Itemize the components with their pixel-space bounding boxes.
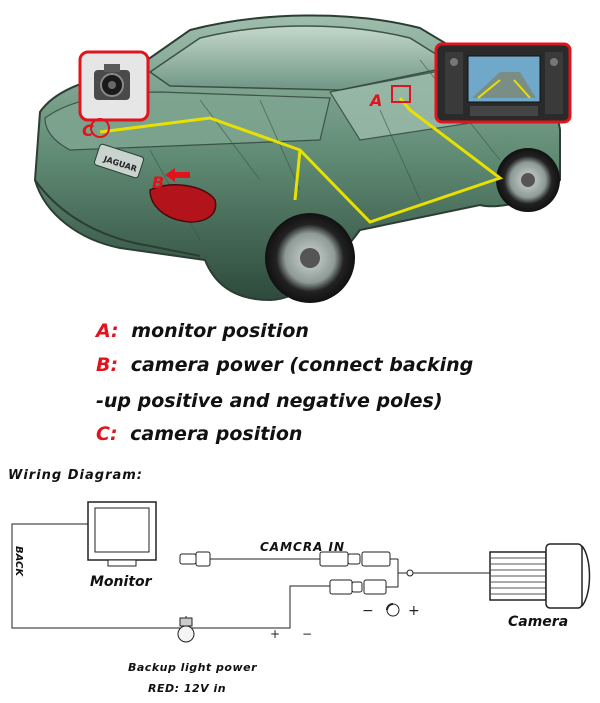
wiring-diagram-title: Wiring Diagram: (8, 468, 144, 483)
rca-plug-right-upper (319, 551, 391, 567)
ground-minus: − (302, 627, 312, 641)
marker-c: C (82, 121, 94, 140)
pole-plus: + (408, 603, 420, 619)
back-label: BACK (13, 546, 24, 577)
legend-b-text: camera power (connect backing (130, 354, 474, 376)
legend-c: C: camera position (96, 423, 302, 445)
marker-b: B (152, 173, 164, 192)
backup-light-bulb-icon (177, 616, 195, 643)
ground-plus: + (270, 627, 280, 641)
legend-a-key: A: (96, 320, 119, 342)
backup-light-power-label: Backup light power (128, 661, 257, 674)
legend-c-key: C: (96, 423, 118, 445)
legend-b-key: B: (96, 354, 119, 376)
monitor-icon (87, 501, 157, 567)
taillight (149, 184, 217, 223)
legend-a-text: monitor position (131, 320, 309, 342)
wiring-diagram: Monitor BACK CAMCRA IN − + (11, 501, 591, 695)
power-socket-icon (386, 603, 400, 617)
legend-c-text: camera position (130, 423, 303, 445)
camera-label: Camera (508, 614, 568, 630)
legend-b: B: camera power (connect backing (96, 354, 473, 376)
car-illustration: JAGUAR C B A (33, 14, 572, 303)
legend-a: A: monitor position (96, 320, 309, 342)
camcra-in-label: CAMCRA IN (260, 540, 345, 554)
red-12v-label: RED: 12V in (148, 682, 226, 695)
monitor-label: Monitor (90, 574, 153, 590)
yellow-wire-path (99, 97, 504, 224)
legend-b-text-cont: -up positive and negative poles) (96, 390, 443, 412)
pole-minus: − (362, 603, 374, 619)
camera-inset (78, 50, 150, 122)
camera-icon (489, 543, 591, 609)
rca-plug-left (179, 551, 211, 567)
monitor-inset (434, 42, 572, 124)
legend-b-continuation: -up positive and negative poles) (96, 390, 443, 412)
marker-a: A (368, 91, 382, 110)
car-body: JAGUAR (33, 14, 561, 302)
power-plug-pair (329, 579, 387, 595)
back-wire (11, 523, 330, 629)
